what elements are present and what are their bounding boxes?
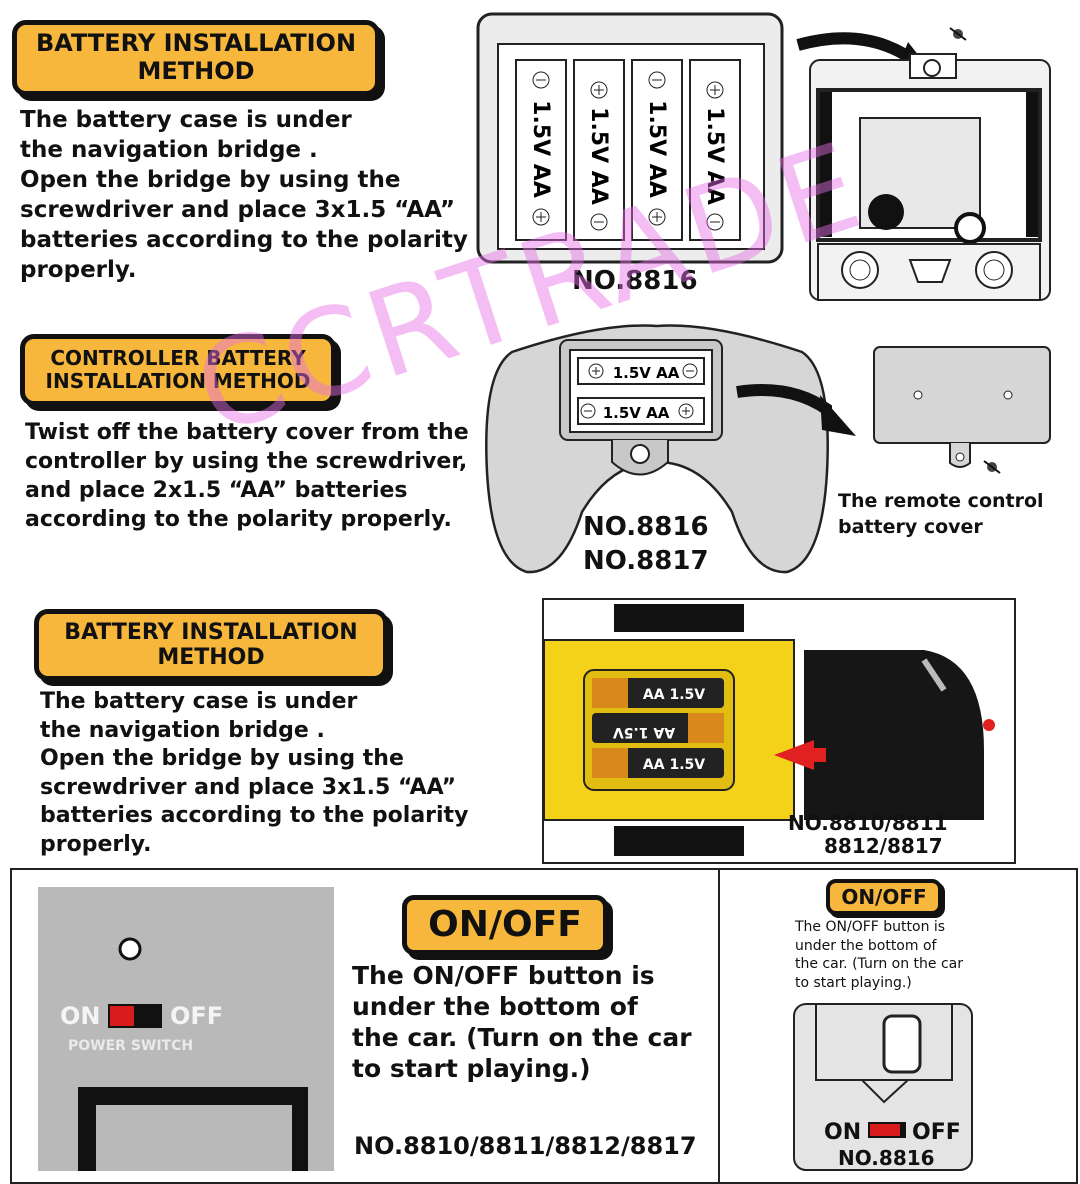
section1-line: the navigation bridge . [20, 137, 318, 163]
section3-line: Open the bridge by using the [40, 746, 404, 771]
car-battery-photo-art: AA 1.5V AA 1.5V AA 1.5V [544, 604, 995, 856]
battery-cell [631, 59, 683, 241]
controller-battery-label: 1.5V AA [603, 404, 670, 422]
section1-line: Open the bridge by using the [20, 167, 401, 193]
cover-caption-line2: battery cover [838, 516, 983, 538]
section1-instructions: The battery case is under the navigation… [20, 105, 468, 285]
section5-line: to start playing.) [795, 974, 912, 991]
section4-line: the car. (Turn on the car [352, 1023, 692, 1052]
battery-label: 1.5V AA [586, 107, 611, 205]
section2-line: according to the polarity properly. [25, 507, 452, 532]
section5-line: the car. (Turn on the car [795, 956, 964, 972]
section2-title-line2: INSTALLATION METHOD [45, 369, 311, 393]
section2-model-line2: NO.8817 [583, 546, 709, 576]
section2-model-number: NO.8816 NO.8817 [583, 510, 709, 578]
section2-line: Twist off the battery cover from the [25, 420, 469, 445]
battery-label: 1.5V AA [528, 100, 553, 198]
aa-battery-label: AA 1.5V [613, 724, 675, 740]
power-switch-on-label: ON [60, 1002, 101, 1030]
section4-model-number: NO.8810/8811/8812/8817 [354, 1132, 697, 1160]
section4-line: under the bottom of [352, 992, 638, 1021]
section1-line: The battery case is under [20, 107, 352, 133]
battery-cell [689, 59, 741, 241]
section3-line: batteries according to the polarity [40, 803, 469, 828]
section4-title-badge: ON/OFF [402, 895, 608, 955]
car-bottom-illustration [793, 1003, 973, 1171]
bottom-panel-border [10, 868, 1078, 1184]
section5-model-number: NO.8816 [838, 1146, 935, 1170]
section1-title-badge: BATTERY INSTALLATION METHOD [12, 20, 380, 96]
section1-title-line2: METHOD [137, 57, 255, 85]
power-switch-caption: POWER SWITCH [68, 1038, 194, 1054]
screw-icon [949, 27, 967, 41]
section4-line: The ON/OFF button is [352, 961, 655, 990]
power-switch-off-label: OFF [170, 1002, 224, 1030]
section5-title-badge: ON/OFF [826, 879, 942, 915]
screw-icon [983, 460, 1001, 474]
section2-title-badge: CONTROLLER BATTERY INSTALLATION METHOD [20, 334, 336, 406]
battery-label: 1.5V AA [702, 107, 727, 205]
power-switch-photo-art [78, 937, 308, 1171]
section3-model-line2: 8812/8817 [824, 834, 943, 858]
controller-battery-label: 1.5V AA [613, 364, 680, 382]
section2-model-line1: NO.8816 [583, 512, 709, 542]
section3-model-line1: NO.8810/8811 [788, 811, 948, 835]
aa-battery-label: AA 1.5V [643, 687, 705, 703]
section3-line: the navigation bridge . [40, 717, 325, 743]
section1-line: batteries according to the polarity [20, 227, 468, 253]
section3-line: screwdriver and place 3x1.5 “AA” [40, 774, 457, 800]
red-arrow-icon [774, 740, 826, 770]
section3-line: The battery case is under [40, 689, 358, 714]
aa-battery-label: AA 1.5V [643, 757, 705, 773]
section3-title-line2: METHOD [157, 645, 265, 670]
section5-instructions: The ON/OFF button is under the bottom of… [795, 918, 963, 992]
battery-holder-illustration: 1.5V AA 1.5V AA 1.5V AA 1.5V AA [476, 12, 784, 264]
section3-title-line1: BATTERY INSTALLATION [64, 619, 358, 645]
arrow-head-icon [820, 395, 856, 436]
cover-caption-line1: The remote control [838, 490, 1044, 512]
section1-line: properly. [20, 257, 137, 283]
section4-line: to start playing.) [352, 1054, 591, 1083]
battery-cover-illustration [873, 346, 1051, 474]
section2-instructions: Twist off the battery cover from the con… [25, 418, 469, 534]
aa-battery [592, 748, 724, 778]
section2-title-line1: CONTROLLER BATTERY [50, 346, 306, 370]
section1-line: screwdriver and place 3x1.5 “AA” [20, 197, 455, 223]
section3-model-number: NO.8810/8811 8812/8817 [788, 812, 948, 858]
section5-line: The ON/OFF button is [795, 919, 946, 935]
section2-line: and place 2x1.5 “AA” batteries [25, 478, 408, 503]
section4-instructions: The ON/OFF button is under the bottom of… [352, 960, 692, 1084]
section1-model-number: NO.8816 [572, 266, 698, 296]
aa-battery [592, 678, 724, 708]
section2-line: controller by using the screwdriver, [25, 449, 468, 474]
section5-line: under the bottom of [795, 937, 937, 954]
open-bridge-illustration [796, 27, 1051, 301]
section3-line: properly. [40, 831, 152, 857]
section3-instructions: The battery case is under the navigation… [40, 688, 468, 859]
section1-title-line1: BATTERY INSTALLATION [35, 29, 357, 58]
battery-cell [573, 59, 625, 241]
section5-switch-on-label: ON [824, 1120, 862, 1145]
section3-title-badge: BATTERY INSTALLATION METHOD [34, 609, 388, 681]
aa-battery [592, 713, 724, 743]
battery-cell [515, 59, 567, 241]
section5-switch-off-label: OFF [912, 1120, 961, 1145]
arrow-icon [736, 384, 832, 421]
cover-caption: The remote control battery cover [838, 488, 1044, 540]
bottom-panel-divider [718, 868, 720, 1182]
battery-label: 1.5V AA [644, 100, 669, 198]
controller-illustration: 1.5V AA 1.5V AA [485, 324, 832, 574]
